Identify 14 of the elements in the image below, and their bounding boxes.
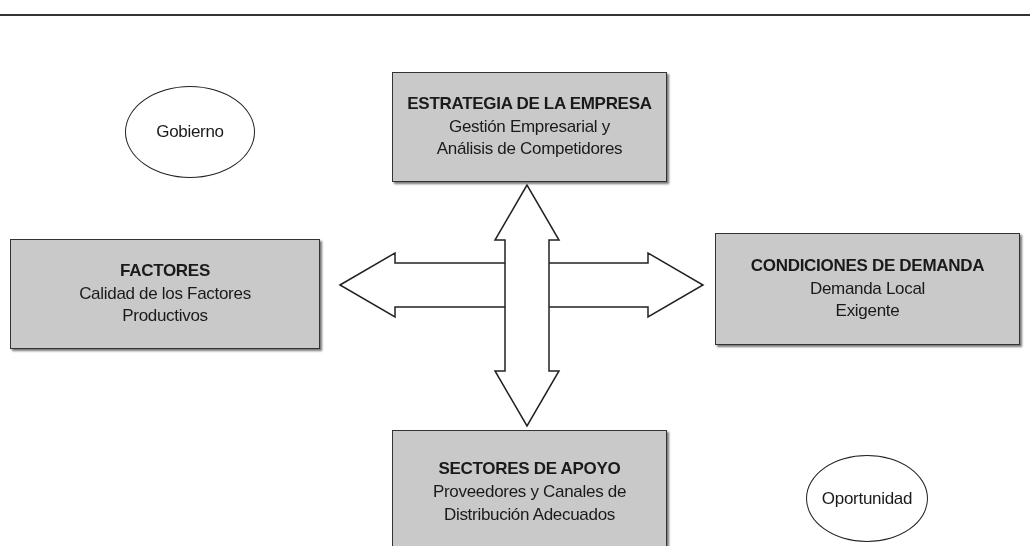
node-description: Proveedores y Canales de Distribución Adecuados	[431, 481, 628, 526]
factor-box	[10, 239, 320, 349]
node-description: Calidad de los Factores Productivos	[78, 282, 252, 328]
node-heading: SECTORES DE APOYO	[438, 458, 621, 481]
factor-box	[392, 72, 667, 182]
node-heading: CONDICIONES DE DEMANDA	[750, 254, 985, 277]
node-heading: FACTORES	[120, 259, 210, 282]
node-label: Gobierno	[156, 122, 224, 142]
node-heading: ESTRATEGIA DE LA EMPRESA	[407, 92, 652, 115]
factor-box	[715, 233, 1020, 345]
node-description: Demanda Local Exigente	[808, 277, 927, 323]
factor-box	[392, 430, 667, 546]
node-label: Oportunidad	[821, 488, 913, 509]
node-description: Gestión Empresarial y Análisis de Competidores	[435, 115, 624, 161]
